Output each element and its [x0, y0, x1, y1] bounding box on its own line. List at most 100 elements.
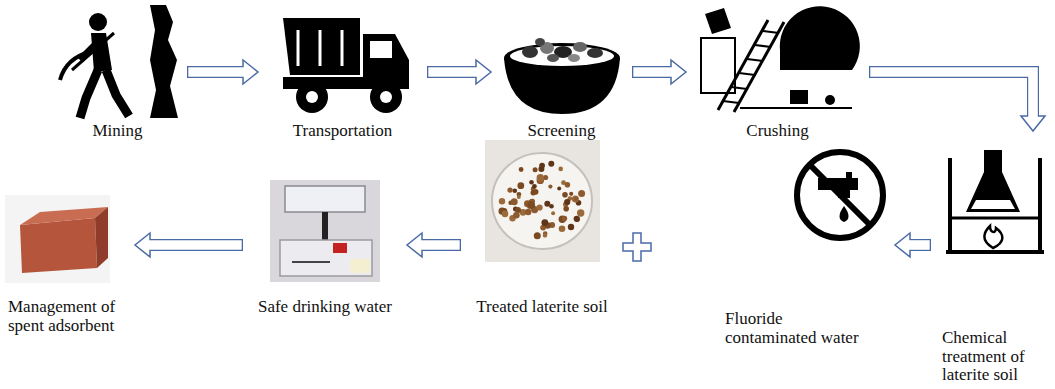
dump-truck-icon-part: [341, 30, 344, 66]
screening-bowl-icon-part: [568, 54, 580, 62]
chemical-treatment-icon-part: [966, 150, 1020, 212]
soil-granule: [507, 187, 512, 192]
step-label: Crushing: [693, 122, 862, 141]
crusher-icon-part: [705, 8, 731, 34]
brick-photo-part: [95, 207, 108, 268]
step-label: Mining: [55, 122, 180, 141]
miner-icon-part: [80, 40, 100, 60]
miner-icon: [60, 5, 178, 118]
soil-granule: [557, 187, 561, 191]
crusher-icon-part: [763, 31, 779, 33]
arrow-fill: [148, 240, 242, 250]
soil-granule: [537, 204, 543, 210]
flow-arrow: [187, 60, 258, 84]
screening-bowl-icon-part: [504, 43, 620, 73]
crusher-icon-part: [747, 59, 763, 61]
filter-setup-photo-part: [285, 186, 365, 212]
plus-sign-part: [623, 233, 651, 261]
process-step: Crushing: [693, 0, 862, 150]
dump-truck-icon-part: [380, 91, 392, 103]
screening-bowl-icon: [504, 38, 620, 114]
soil-granule: [502, 211, 509, 218]
soil-granule: [574, 216, 580, 222]
miner-icon-part: [150, 5, 178, 118]
soil-granule: [519, 167, 524, 172]
soil-granule: [534, 232, 541, 239]
arrow-outline: [869, 72, 1033, 116]
arrow-head: [671, 60, 686, 84]
soil-granule: [532, 184, 537, 189]
step-label: Chemical treatment of laterite soil: [942, 329, 1048, 385]
brick-photo-part: [20, 207, 108, 225]
soil-granule: [541, 219, 548, 226]
no-water-icon: [797, 152, 883, 238]
treated-soil-photo-part: [485, 140, 600, 262]
soil-granule: [548, 161, 554, 167]
arrow-fill: [420, 240, 460, 250]
soil-granule: [562, 192, 568, 198]
brick-photo-part: [20, 218, 97, 273]
soil-granule: [578, 190, 585, 197]
chemical-treatment-icon: [946, 150, 1044, 252]
arrow-head: [243, 60, 258, 84]
crusher-icon-part: [755, 45, 771, 47]
soil-granule: [539, 163, 545, 169]
soil-granule: [513, 188, 518, 193]
step-label: Transportation: [265, 122, 420, 141]
miner-icon-part: [72, 33, 114, 70]
dump-truck-icon-part: [306, 91, 318, 103]
flow-arrow: [869, 72, 1045, 131]
crusher-icon-part: [739, 73, 755, 75]
process-step: Management of spent adsorbent: [3, 138, 128, 353]
soil-granule: [499, 198, 505, 204]
no-water-icon-part: [840, 206, 849, 222]
process-step: Screening: [498, 0, 625, 150]
process-step: Chemical treatment of laterite soil: [938, 138, 1050, 388]
process-step: Safe drinking water: [250, 138, 400, 328]
process-step: Mining: [55, 0, 180, 150]
crusher-icon-part: [790, 90, 808, 104]
step-label: Fluoride contaminated water: [725, 310, 870, 347]
soil-granule: [529, 180, 534, 185]
soil-granule: [528, 201, 536, 209]
soil-granule: [513, 212, 520, 219]
no-water-icon-part: [810, 165, 870, 225]
dump-truck-icon-part: [370, 41, 392, 58]
step-label: Screening: [498, 122, 625, 141]
flow-arrow: [135, 233, 243, 257]
treated-soil-photo: [485, 140, 600, 262]
treated-soil-photo-part: [492, 153, 592, 249]
soil-granule: [562, 216, 567, 221]
soil-granule: [549, 204, 554, 209]
chemical-treatment-icon-part: [984, 226, 1002, 248]
step-label: Management of spent adsorbent: [8, 298, 128, 335]
brick-photo: [5, 195, 110, 283]
crusher-icon: [701, 6, 860, 112]
filter-setup-photo-part: [333, 243, 347, 253]
screening-bowl-icon-part: [573, 42, 587, 52]
step-label: Safe drinking water: [250, 298, 400, 317]
dump-truck-icon-part: [370, 81, 402, 113]
soil-granule: [548, 185, 552, 189]
screening-bowl-icon-part: [547, 54, 559, 62]
filter-setup-photo-part: [292, 261, 330, 263]
soil-granule: [568, 224, 574, 230]
process-step: Fluoride contaminated water: [715, 138, 888, 363]
crusher-icon-part: [740, 107, 852, 109]
arrow-fill: [428, 67, 478, 77]
brick-photo-part: [5, 195, 110, 283]
arrow-fill: [908, 240, 930, 250]
chemical-treatment-icon-part: [950, 217, 1040, 220]
arrow-head: [895, 233, 910, 257]
soil-granule: [531, 190, 536, 195]
dump-truck-icon: [283, 18, 409, 113]
flow-arrow: [407, 233, 461, 257]
arrow-fill: [633, 67, 673, 77]
crusher-icon-part: [701, 38, 735, 93]
crusher-icon-part: [723, 101, 739, 103]
crusher-icon-part: [731, 87, 747, 89]
step-label: Treated laterite soil: [468, 298, 616, 317]
miner-icon-part: [60, 52, 90, 80]
soil-granule: [558, 167, 563, 172]
